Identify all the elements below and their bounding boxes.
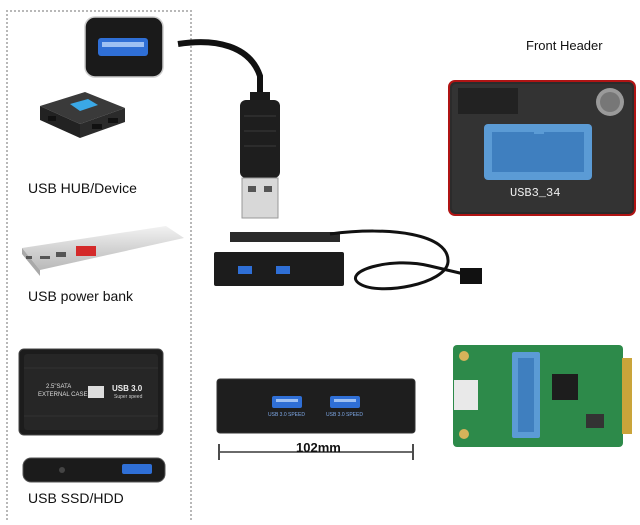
dimension-label: 102mm [296,440,341,455]
usb-card-icon [453,345,632,447]
front-header-label: Front Header [526,38,603,53]
front-panel-with-cable-image [210,222,494,312]
usb-hub-icon [40,92,125,138]
hdd-case-line1: 2.5"SATA [46,384,72,390]
usb-port-closeup [84,16,164,78]
ssd-stick-image [22,456,166,484]
hdd-case-icon [18,348,164,436]
usb-hub-label: USB HUB/Device [28,180,137,196]
power-bank-icon [22,226,184,276]
motherboard-header-image: USB3_34 [448,80,636,216]
bay-port-caption-2: USB 3.0 SPEED [326,412,363,418]
usb-hub-image [30,86,130,142]
power-bank-label: USB power bank [28,288,134,304]
usb-card-image [452,344,634,448]
hdd-case-line2: EXTERNAL CASE [38,392,88,398]
header-silkscreen: USB3_34 [510,186,561,200]
power-bank-image [16,222,186,278]
ssd-stick-icon [22,457,166,483]
hdd-superspeed-text: Super speed [114,394,143,400]
dimension-line [218,442,414,462]
hdd-case-image: 2.5"SATA EXTERNAL CASE USB 3.0 Super spe… [18,348,164,436]
motherboard-header-icon [448,80,636,216]
bay-port-caption-1: USB 3.0 SPEED [268,412,305,418]
front-panel-closeup-image: USB 3.0 SPEED USB 3.0 SPEED [216,378,416,434]
hdd-usb3-text: USB 3.0 [112,384,143,393]
device-list-frame [6,10,192,520]
usb-port-closeup-icon [84,16,164,78]
usb-cable-image [176,36,296,226]
usb-connector-icon [177,39,280,219]
front-panel-closeup-icon [216,378,416,434]
front-panel-cable-icon [214,229,482,291]
ssd-hdd-label: USB SSD/HDD [28,490,124,506]
dimension-arrow-icon [218,444,414,460]
